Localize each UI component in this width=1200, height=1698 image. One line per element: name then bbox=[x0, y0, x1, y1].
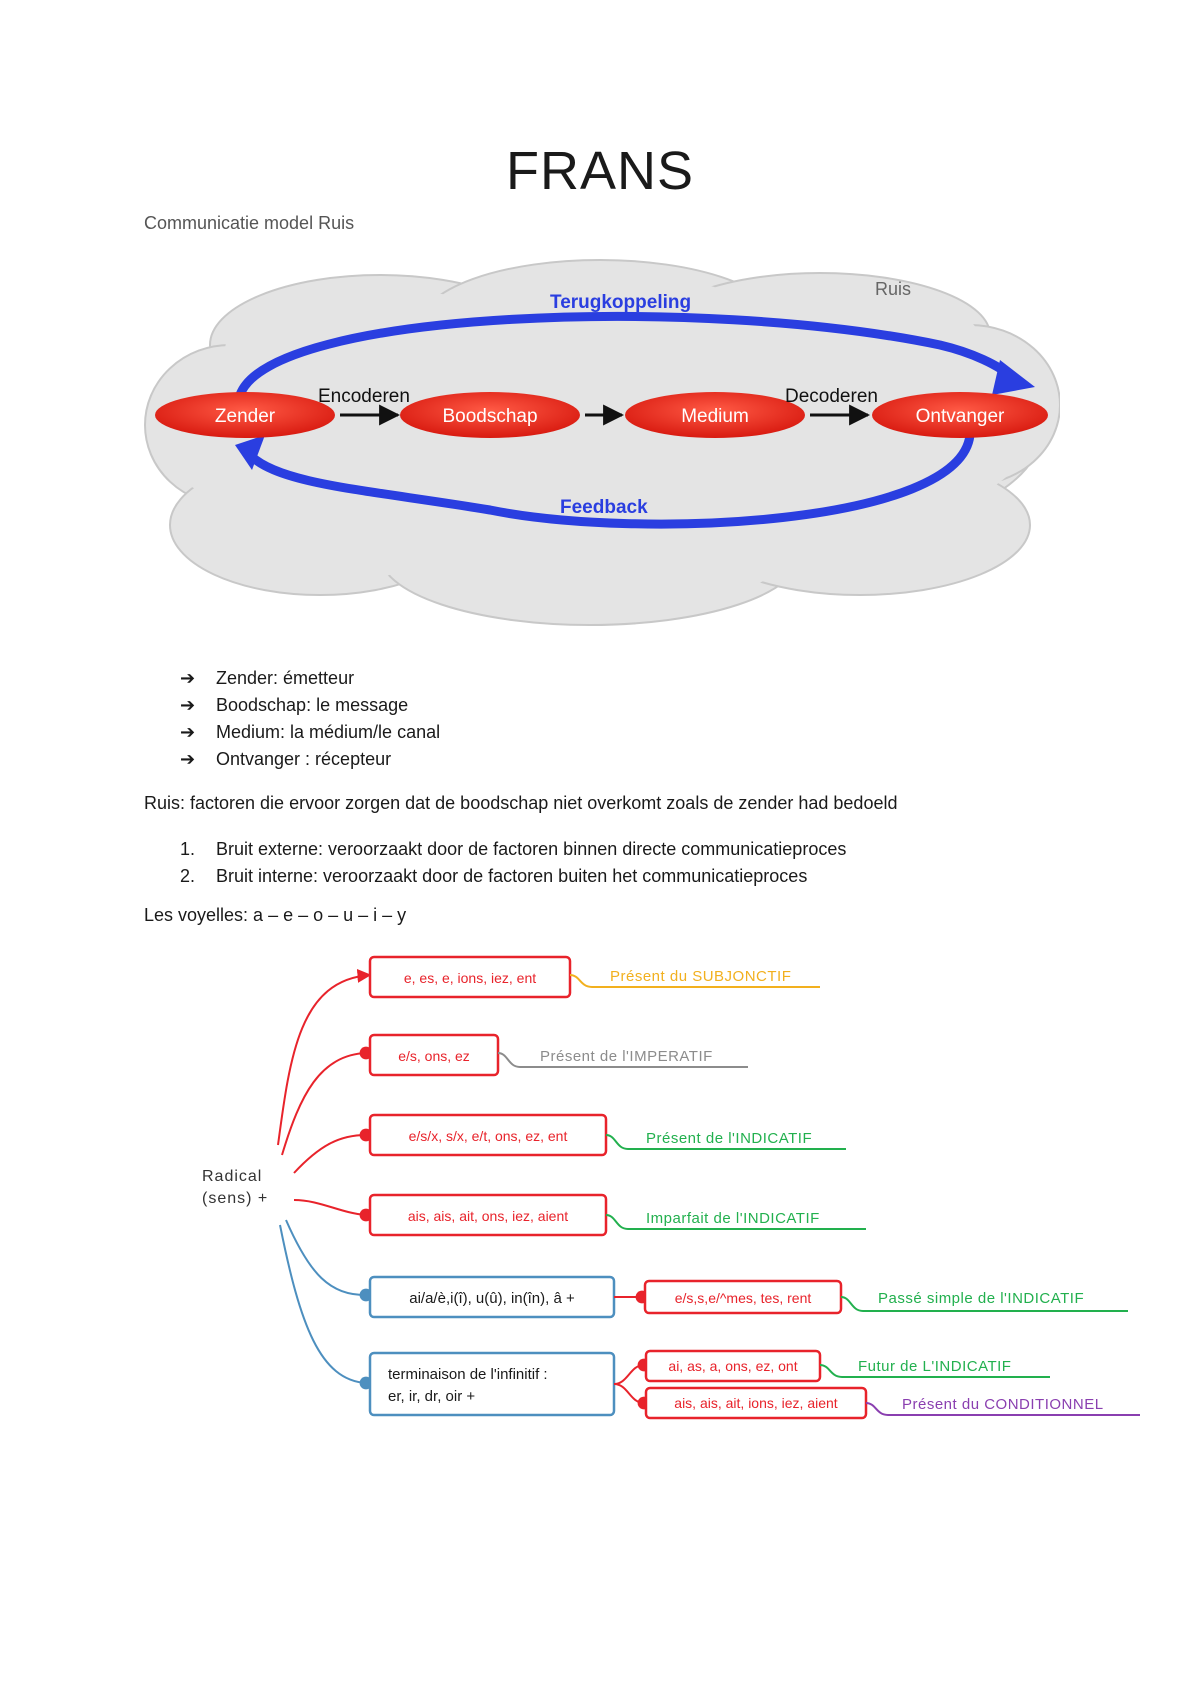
arrow-right-icon: ➔ bbox=[180, 695, 196, 715]
svg-text:terminaison de l'infinitif :: terminaison de l'infinitif : bbox=[388, 1366, 548, 1383]
radical-sens-label: (sens) + bbox=[202, 1190, 268, 1207]
conjugation-mindmap: Radical (sens) + e, es, e, ions, iez, en… bbox=[202, 955, 1140, 1420]
ending-present-indicatif: e/s/x, s/x, e/t, ons, ez, ent bbox=[368, 1113, 608, 1157]
list-item: ➔Boodschap: le message bbox=[180, 692, 440, 719]
futur-ending: ai, as, a, ons, ez, ont bbox=[644, 1349, 822, 1383]
node-medium: Medium bbox=[625, 392, 805, 438]
ruis-definition: Ruis: factoren die ervoor zorgen dat de … bbox=[144, 793, 898, 813]
svg-text:Boodschap: Boodschap bbox=[442, 406, 537, 427]
section-subtitle: Communicatie model Ruis bbox=[144, 213, 355, 233]
svg-text:Ontvanger: Ontvanger bbox=[916, 406, 1005, 427]
ending-imparfait: ais, ais, ait, ons, iez, aient bbox=[368, 1193, 608, 1237]
svg-text:ai, as, a, ons, ez, ont: ai, as, a, ons, ez, ont bbox=[668, 1358, 797, 1374]
tense-passe-simple: Passé simple de l'INDICATIF bbox=[878, 1290, 1084, 1307]
svg-text:ais, ais, ait, ons, iez, aient: ais, ais, ait, ons, iez, aient bbox=[408, 1208, 568, 1224]
list-item: ➔Zender: émetteur bbox=[180, 665, 440, 692]
decoderen-label: Decoderen bbox=[785, 386, 878, 407]
svg-text:ais, ais, ait, ions, iez, aien: ais, ais, ait, ions, iez, aient bbox=[674, 1395, 838, 1411]
tense-present-indicatif: Présent de l'INDICATIF bbox=[646, 1130, 812, 1147]
ending-imperatif: e/s, ons, ez bbox=[368, 1033, 500, 1077]
feedback-arrow bbox=[246, 434, 975, 529]
terugkoppeling-arrow bbox=[235, 311, 1019, 397]
tense-futur: Futur de L'INDICATIF bbox=[858, 1358, 1011, 1375]
translation-list: ➔Zender: émetteur ➔Boodschap: le message… bbox=[180, 665, 440, 773]
node-zender: Zender bbox=[155, 392, 335, 438]
communication-model-diagram: Ruis Terugkoppeling Feedback Zender Bood… bbox=[144, 259, 1060, 626]
list-item: ➔Medium: la médium/le canal bbox=[180, 719, 440, 746]
tense-imparfait: Imparfait de l'INDICATIF bbox=[646, 1210, 820, 1227]
svg-text:er, ir, dr, oir +: er, ir, dr, oir + bbox=[388, 1388, 475, 1405]
tense-imperatif: Présent de l'IMPERATIF bbox=[540, 1048, 713, 1065]
svg-text:Medium: Medium bbox=[681, 406, 749, 427]
terugkoppeling-label: Terugkoppeling bbox=[550, 292, 691, 313]
tense-subjonctif: Présent du SUBJONCTIF bbox=[610, 968, 791, 985]
ruis-label: Ruis bbox=[875, 279, 911, 299]
list-item: 1.Bruit externe: veroorzaakt door de fac… bbox=[180, 839, 847, 859]
passe-simple-stem: ai/a/è,i(î), u(û), in(în), â + bbox=[368, 1275, 616, 1319]
tense-conditionnel: Présent du CONDITIONNEL bbox=[902, 1396, 1104, 1413]
node-ontvanger: Ontvanger bbox=[872, 392, 1048, 438]
feedback-label: Feedback bbox=[560, 497, 648, 518]
arrow-right-icon: ➔ bbox=[180, 668, 196, 688]
list-item: ➔Ontvanger : récepteur bbox=[180, 746, 440, 773]
conditionnel-ending: ais, ais, ait, ions, iez, aient bbox=[644, 1386, 868, 1420]
arrow-right-icon: ➔ bbox=[180, 722, 196, 742]
svg-text:Zender: Zender bbox=[215, 406, 276, 427]
page-title: FRANS bbox=[505, 141, 694, 201]
bruit-list: 1.Bruit externe: veroorzaakt door de fac… bbox=[180, 836, 846, 890]
svg-text:e/s, ons, ez: e/s, ons, ez bbox=[398, 1048, 470, 1064]
passe-simple-ending: e/s,s,e/^mes, tes, rent bbox=[643, 1279, 843, 1315]
arrow-right-icon: ➔ bbox=[180, 749, 196, 769]
node-boodschap: Boodschap bbox=[400, 392, 580, 438]
list-item: 2.Bruit interne: veroorzaakt door de fac… bbox=[180, 866, 808, 886]
svg-text:ai/a/è,i(î), u(û), in(în), â +: ai/a/è,i(î), u(û), in(în), â + bbox=[409, 1290, 575, 1307]
ending-subjonctif: e, es, e, ions, iez, ent bbox=[368, 955, 572, 999]
svg-text:e/s/x, s/x, e/t, ons, ez, ent: e/s/x, s/x, e/t, ons, ez, ent bbox=[409, 1128, 568, 1144]
infinitive-stem: terminaison de l'infinitif : er, ir, dr,… bbox=[368, 1351, 616, 1417]
encoderen-label: Encoderen bbox=[318, 386, 410, 407]
voyelles-line: Les voyelles: a – e – o – u – i – y bbox=[144, 905, 407, 925]
radical-label: Radical bbox=[202, 1168, 262, 1185]
svg-text:e, es, e, ions, iez, ent: e, es, e, ions, iez, ent bbox=[404, 970, 536, 986]
svg-text:e/s,s,e/^mes, tes, rent: e/s,s,e/^mes, tes, rent bbox=[675, 1290, 812, 1306]
